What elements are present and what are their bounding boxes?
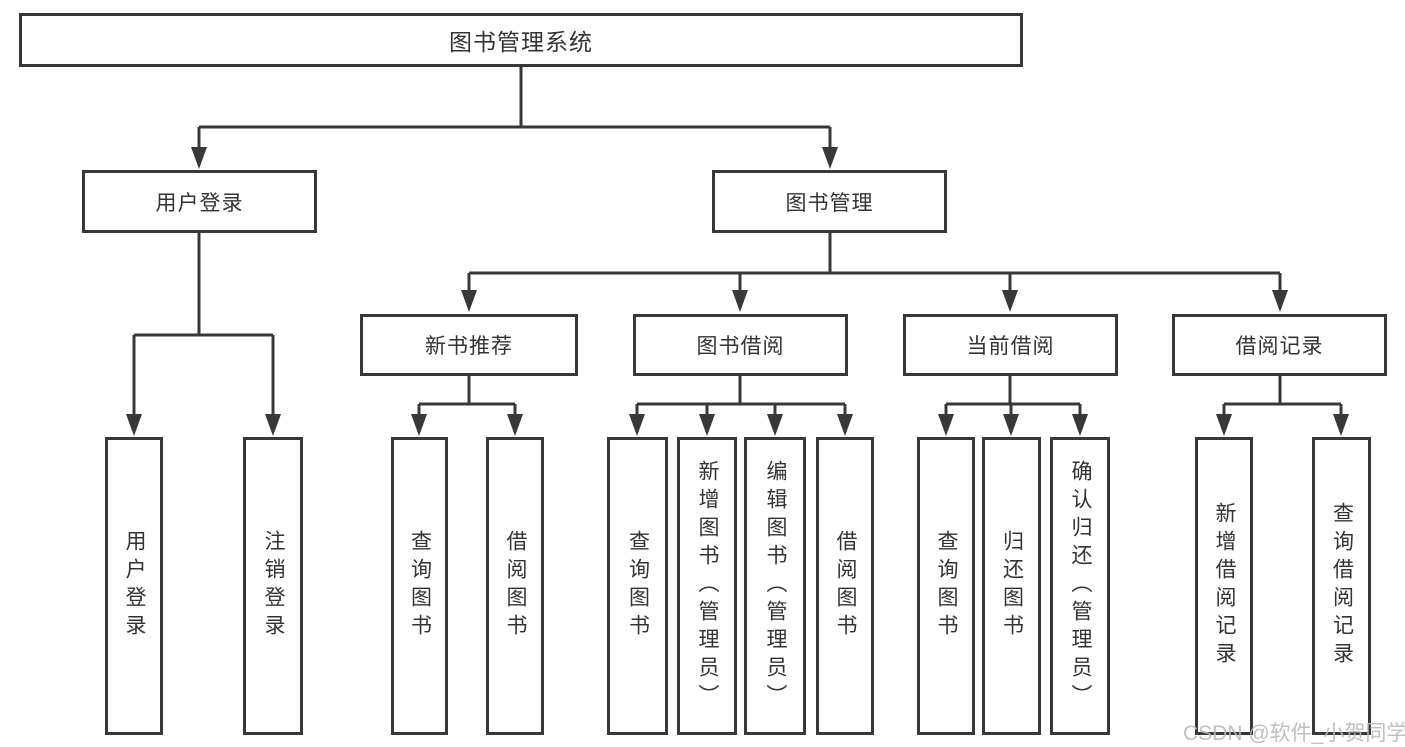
leaf-add-books-admin: 新增图书（管理员） [677,437,737,735]
leaf-query-books-3: 查询图书 [917,437,975,735]
node-label: 确认归还（管理员） [1069,460,1093,712]
leaf-edit-books-admin: 编辑图书（管理员） [744,437,806,735]
node-library-management-system: 图书管理系统 [19,13,1023,67]
node-label: 新增图书（管理员） [696,460,720,712]
node-borrow-records: 借阅记录 [1172,314,1387,376]
node-book-management: 图书管理 [712,170,947,233]
node-label: 归还图书 [1000,530,1024,642]
arrow-heads [126,147,1349,436]
node-label: 注销登录 [262,530,286,642]
node-label: 查询图书 [626,530,650,642]
node-new-book-recommend: 新书推荐 [360,314,578,376]
node-label: 当前借阅 [966,335,1055,358]
node-label: 用户登录 [155,191,244,215]
leaf-query-borrow-record: 查询借阅记录 [1312,437,1371,735]
node-label: 借阅图书 [834,530,858,642]
node-label: 借阅图书 [504,530,528,642]
connector-lines [132,67,1343,418]
leaf-query-books-1: 查询图书 [391,437,448,735]
csdn-watermark: CSDN @软件_小贺同学 [1183,722,1405,745]
leaf-add-borrow-record: 新增借阅记录 [1195,437,1253,735]
leaf-logout: 注销登录 [243,437,303,735]
node-book-borrow: 图书借阅 [633,314,848,376]
node-label: 查询图书 [935,530,959,642]
node-user-login: 用户登录 [82,170,317,233]
leaf-query-books-2: 查询图书 [607,437,668,735]
node-label: 编辑图书（管理员） [764,460,788,712]
node-current-borrow: 当前借阅 [903,314,1118,376]
leaf-return-books: 归还图书 [982,437,1041,735]
node-label: 新书推荐 [425,335,513,358]
node-label: 借阅记录 [1235,335,1324,358]
leaf-user-login: 用户登录 [105,437,163,735]
leaf-confirm-return-admin: 确认归还（管理员） [1050,437,1110,735]
node-label: 图书管理系统 [449,29,593,55]
leaf-borrow-books-2: 借阅图书 [816,437,874,735]
node-label: 图书借阅 [696,335,785,358]
leaf-borrow-books-1: 借阅图书 [486,437,544,735]
node-label: 新增借阅记录 [1213,502,1237,670]
node-label: 查询借阅记录 [1330,502,1354,670]
node-label: 图书管理 [785,191,874,215]
node-label: 用户登录 [123,530,147,642]
node-label: 查询图书 [408,530,432,642]
